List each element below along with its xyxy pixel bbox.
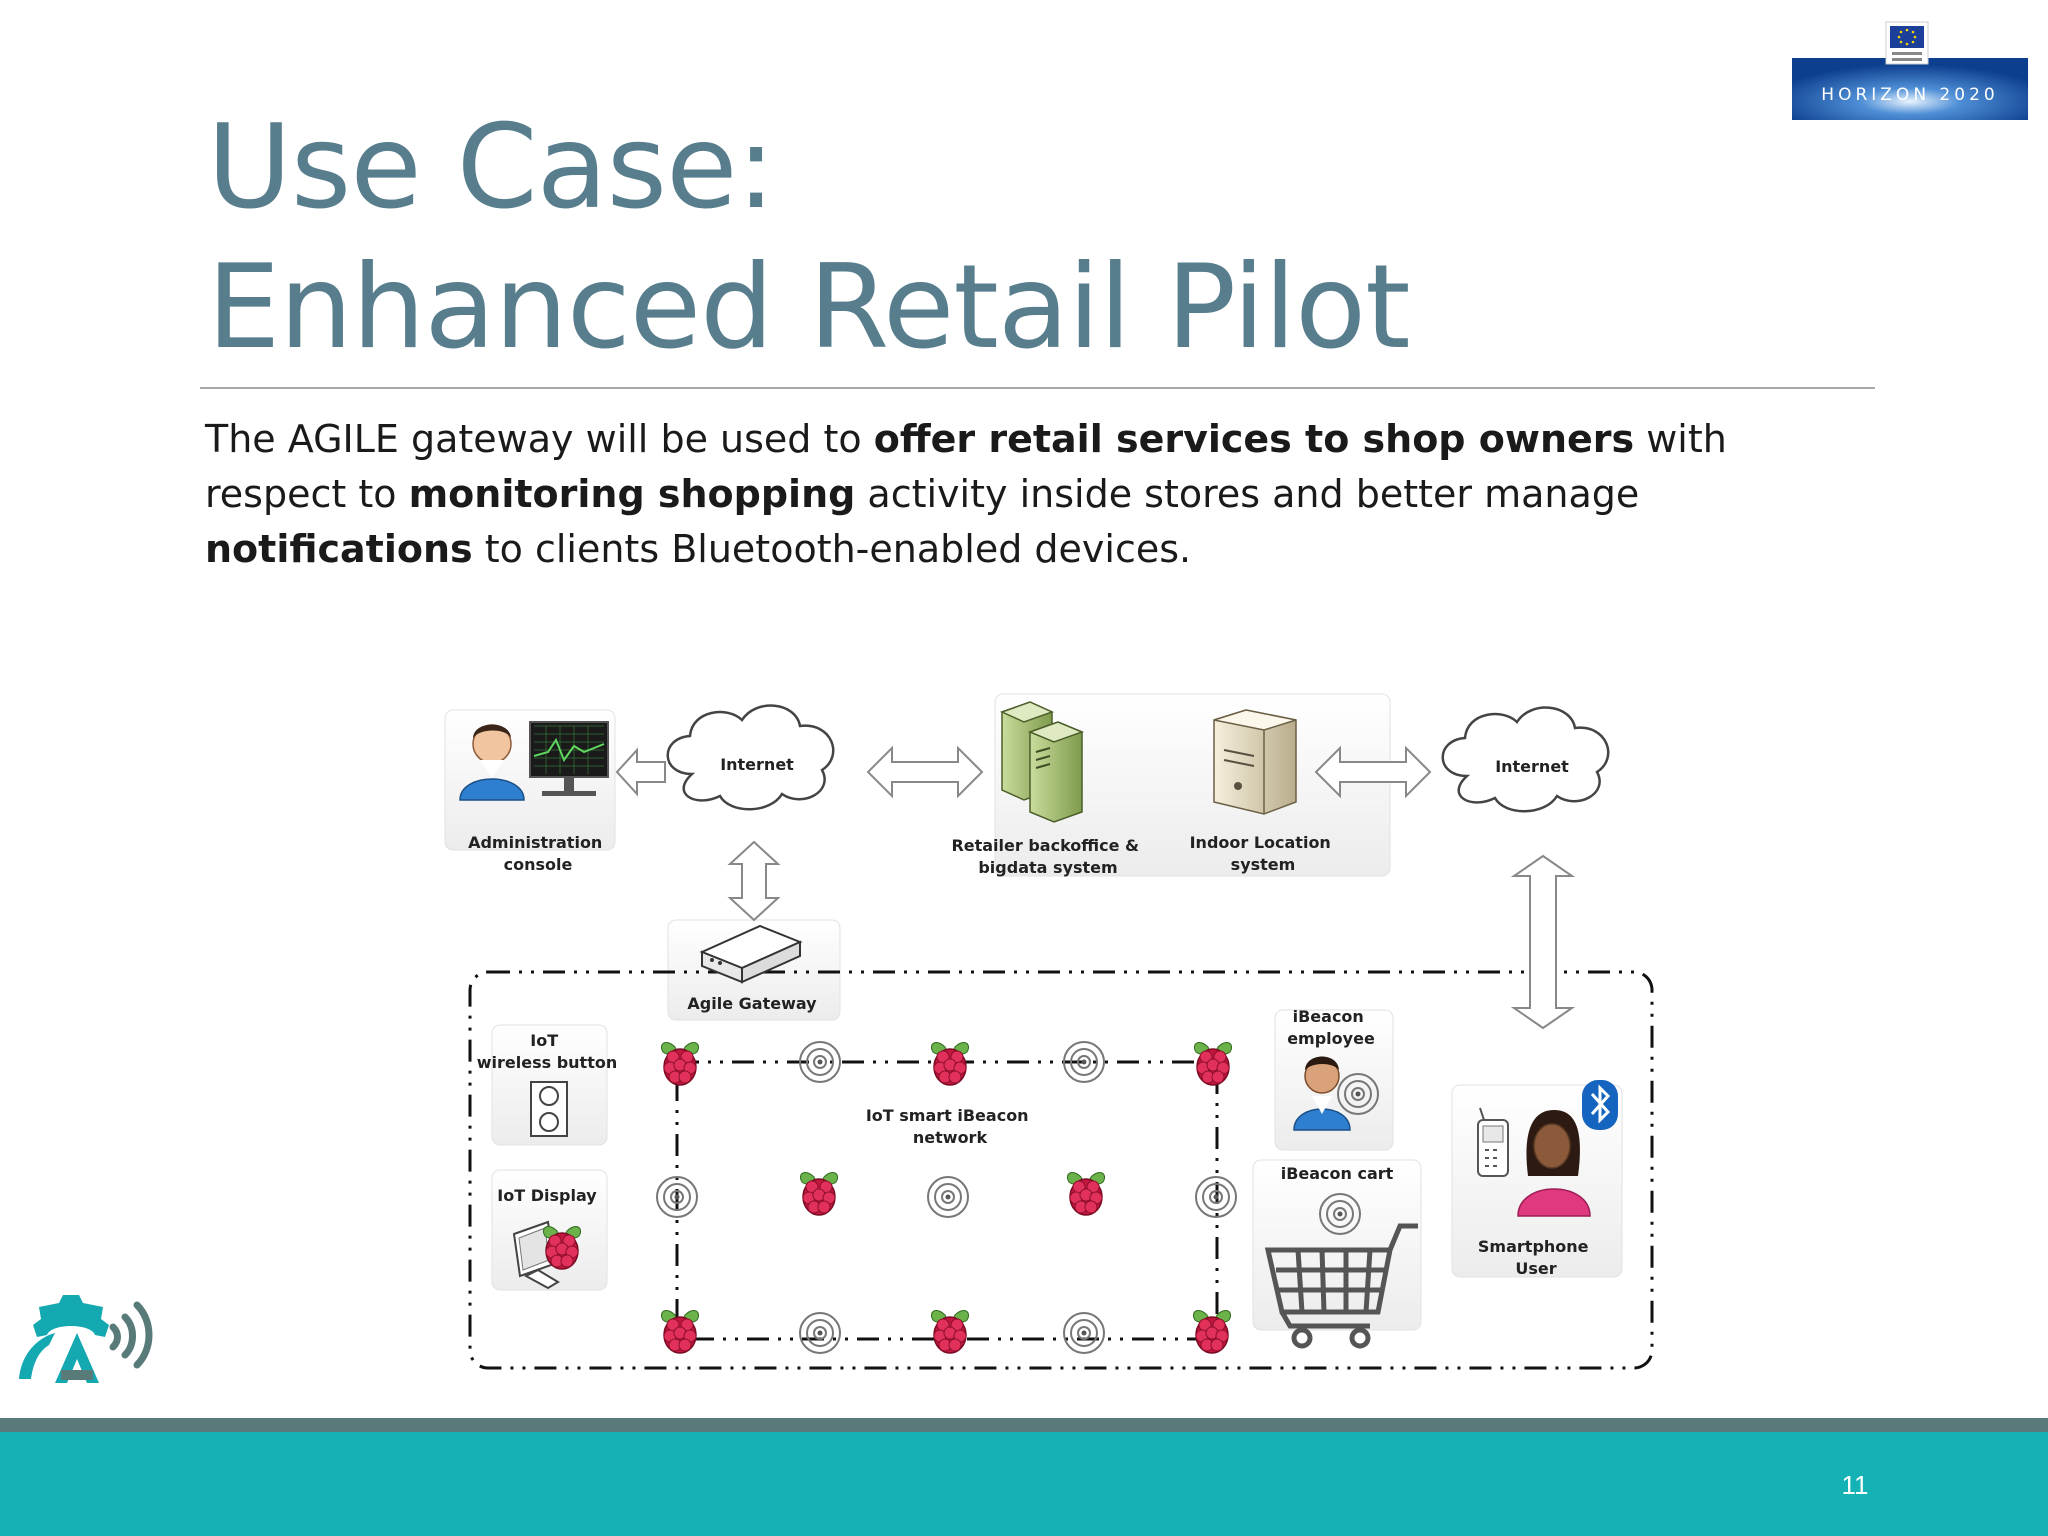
- raspberry-node-1: [660, 1041, 700, 1086]
- architecture-diagram: Administration console Internet Retailer…: [444, 693, 1654, 1370]
- bluetooth-icon: [1582, 1080, 1618, 1130]
- raspberry-node-7: [930, 1309, 970, 1354]
- raspberry-node-3: [1193, 1041, 1233, 1086]
- agile-gateway-label: Agile Gateway: [687, 994, 817, 1013]
- body-text-3: activity inside stores and better manage: [855, 472, 1640, 516]
- body-text-4: to clients Bluetooth-enabled devices.: [472, 527, 1192, 571]
- internet-cloud-left: [666, 704, 835, 811]
- ibeacon-network-boundary: [675, 1060, 1219, 1341]
- iot-display-raspberry-icon: [542, 1225, 582, 1270]
- employee-icon: [1293, 1056, 1351, 1131]
- raspberry-node-5: [1066, 1171, 1106, 1216]
- slide-title: Use Case: Enhanced Retail Pilot: [207, 98, 1411, 378]
- beacon-node-2: [1063, 1041, 1105, 1083]
- internet-left-label: Internet: [720, 755, 794, 774]
- iot-display-label: IoT Display: [497, 1186, 597, 1205]
- agile-gateway-icon: [699, 924, 803, 984]
- arrow-internet-smartphone: [1510, 854, 1576, 1030]
- iot-button-label: IoT wireless button: [477, 1031, 617, 1072]
- beacon-node-1: [799, 1041, 841, 1083]
- beacon-node-4: [927, 1176, 969, 1218]
- title-line-2: Enhanced Retail Pilot: [207, 240, 1411, 375]
- footer-divider: [0, 1418, 2048, 1432]
- smartphone-user-label: Smartphone User: [1478, 1237, 1594, 1278]
- ibeacon-cart-label: iBeacon cart: [1281, 1164, 1394, 1183]
- arrow-internet-gateway: [727, 840, 781, 922]
- retailer-server-icon: [1000, 701, 1085, 823]
- smartphone-user-icon: [1517, 1110, 1591, 1217]
- indoor-location-server-icon: [1213, 709, 1297, 815]
- raspberry-node-8: [1192, 1309, 1232, 1354]
- raspberry-node-6: [660, 1309, 700, 1354]
- horizon-2020-logo: HORIZON 2020: [1792, 21, 2028, 120]
- beacon-node-6: [799, 1312, 841, 1354]
- ibeacon-network-label: IoT smart iBeacon network: [866, 1106, 1034, 1147]
- monitor-icon: [529, 721, 609, 796]
- employee-beacon-icon: [1337, 1073, 1379, 1115]
- beacon-node-5: [1195, 1176, 1237, 1218]
- title-line-1: Use Case:: [207, 100, 776, 235]
- internet-right-label: Internet: [1495, 757, 1569, 776]
- wireless-button-icon: [530, 1081, 568, 1137]
- page-number: 11: [1841, 1470, 1869, 1500]
- body-bold-2: monitoring shopping: [408, 472, 856, 516]
- title-divider: [200, 387, 1875, 389]
- shopping-cart-icon: [1264, 1223, 1418, 1349]
- mobile-phone-icon: [1477, 1107, 1509, 1177]
- agile-logo: [19, 1295, 153, 1383]
- arrow-to-admin: [615, 747, 666, 797]
- raspberry-node-2: [930, 1041, 970, 1086]
- retailer-label: Retailer backoffice & bigdata system: [951, 836, 1144, 877]
- administrator-icon: [459, 724, 525, 801]
- store-boundary: [468, 970, 1654, 1370]
- horizon-2020-text: HORIZON 2020: [1821, 85, 1998, 105]
- footer-bar: [0, 1432, 2048, 1536]
- admin-console-label: Administration console: [468, 833, 608, 874]
- cart-beacon-icon: [1319, 1193, 1361, 1235]
- body-text-1: The AGILE gateway will be used to: [205, 417, 874, 461]
- display-monitor-icon: [512, 1220, 560, 1290]
- body-bold-1: offer retail services to shop owners: [873, 417, 1635, 461]
- raspberry-node-4: [799, 1171, 839, 1216]
- body-paragraph: The AGILE gateway will be used to offer …: [205, 412, 1845, 577]
- beacon-node-3: [656, 1176, 698, 1218]
- internet-cloud-right: [1441, 706, 1610, 813]
- beacon-node-7: [1063, 1312, 1105, 1354]
- body-text-2: with respect to: [205, 417, 1727, 516]
- body-bold-3: notifications: [205, 527, 473, 571]
- ibeacon-employee-label: iBeacon employee: [1287, 1007, 1375, 1048]
- arrow-internet-backoffice: [866, 745, 984, 799]
- indoor-location-label: Indoor Location system: [1190, 833, 1337, 874]
- arrow-backoffice-internet: [1314, 745, 1432, 799]
